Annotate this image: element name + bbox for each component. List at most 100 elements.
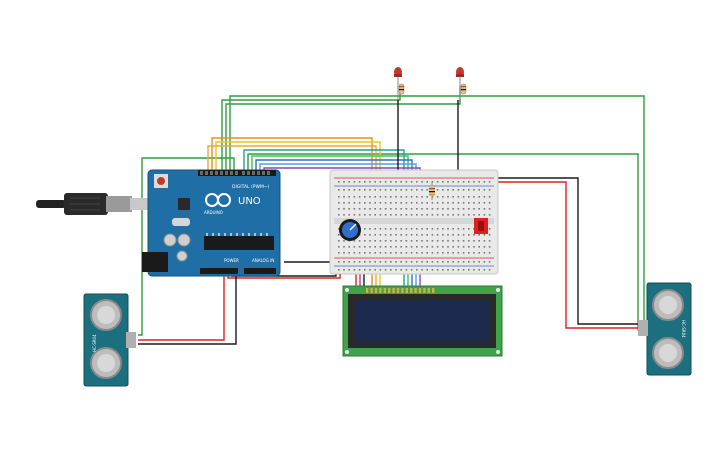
breadboard-hole [379, 196, 382, 198]
lcd-pin [392, 288, 395, 293]
breadboard-hole [390, 252, 392, 254]
breadboard-hole [374, 208, 376, 210]
breadboard-hole [416, 189, 418, 191]
breadboard-hole [478, 208, 480, 210]
breadboard-hole [369, 234, 371, 236]
breadboard-hole [488, 189, 491, 191]
breadboard-hole [478, 189, 480, 191]
analog-label: ANALOG IN [252, 258, 274, 263]
breadboard-hole [405, 261, 408, 263]
breadboard-hole [338, 214, 340, 216]
breadboard-hole [436, 234, 439, 236]
slide-switch[interactable] [474, 218, 488, 234]
potentiometer[interactable] [339, 219, 361, 241]
breadboard-hole [364, 228, 366, 230]
breadboard-hole [416, 269, 418, 271]
breadboard-hole [416, 181, 418, 183]
breadboard-hole [426, 181, 428, 183]
breadboard-hole [447, 202, 449, 204]
breadboard-hole [416, 246, 418, 248]
breadboard-hole [369, 252, 371, 254]
breadboard-hole [338, 196, 340, 198]
led-1 [394, 67, 405, 100]
breadboard-hole [447, 252, 449, 254]
lcd-pin [396, 288, 400, 293]
breadboard-hole [358, 269, 361, 271]
breadboard-hole [369, 269, 371, 271]
breadboard-hole [353, 240, 356, 242]
breadboard-hole [353, 202, 356, 204]
breadboard-hole [410, 269, 413, 271]
breadboard-hole [384, 181, 387, 183]
breadboard-hole [421, 202, 423, 204]
breadboard-hole [338, 202, 340, 204]
breadboard-hole [457, 189, 460, 191]
breadboard-hole [338, 240, 340, 242]
breadboard-hole [488, 240, 491, 242]
breadboard-hole [405, 252, 408, 254]
breadboard-hole [473, 189, 475, 191]
breadboard-hole [442, 269, 444, 271]
lcd-pin [366, 288, 369, 293]
breadboard-hole [410, 181, 413, 183]
breadboard-hole [447, 246, 449, 248]
breadboard-hole [447, 261, 449, 263]
breadboard-hole [400, 208, 402, 210]
breadboard-hole [400, 214, 402, 216]
breadboard-hole [488, 252, 491, 254]
breadboard-hole [457, 228, 460, 230]
breadboard-hole [338, 228, 340, 230]
breadboard-hole [343, 202, 345, 204]
breadboard[interactable] [329, 169, 499, 275]
breadboard-hole [457, 252, 460, 254]
breadboard-hole [442, 252, 444, 254]
breadboard-hole [384, 228, 387, 230]
breadboard-hole [384, 189, 387, 191]
breadboard-hole [358, 181, 361, 183]
breadboard-hole [436, 189, 439, 191]
wire-red-sensor-right [490, 181, 650, 329]
breadboard-hole [426, 234, 428, 236]
lcd-pin [388, 288, 391, 293]
breadboard-hole [442, 246, 444, 248]
breadboard-hole [478, 240, 480, 242]
breadboard-hole [364, 252, 366, 254]
breadboard-hole [395, 196, 397, 198]
breadboard-hole [426, 240, 428, 242]
breadboard-hole [338, 181, 340, 183]
breadboard-hole [473, 246, 475, 248]
breadboard-hole [364, 246, 366, 248]
lcd-pin [418, 288, 422, 293]
breadboard-hole [364, 189, 366, 191]
breadboard-hole [436, 269, 439, 271]
breadboard-hole [374, 240, 376, 242]
breadboard-hole [379, 261, 382, 263]
analog-header [244, 268, 276, 274]
breadboard-hole [405, 269, 408, 271]
uno-logo: UNO [238, 196, 261, 207]
breadboard-hole [442, 234, 444, 236]
ultrasonic-sensor-right: HC-SR04 [638, 282, 692, 376]
breadboard-hole [364, 269, 366, 271]
breadboard-hole [436, 240, 439, 242]
breadboard-hole [369, 202, 371, 204]
breadboard-hole [338, 246, 340, 248]
breadboard-hole [473, 261, 475, 263]
breadboard-hole [457, 214, 460, 216]
breadboard-hole [364, 234, 366, 236]
breadboard-hole [483, 202, 486, 204]
breadboard-hole [468, 196, 470, 198]
breadboard-hole [462, 181, 465, 183]
breadboard-hole [390, 228, 392, 230]
wire-green-led2 [225, 86, 461, 172]
breadboard-hole [379, 208, 382, 210]
ultrasonic-sensor-left: HC-SR04 [83, 293, 136, 387]
breadboard-hole [452, 214, 454, 216]
breadboard-hole [384, 261, 387, 263]
lcd-pin [383, 288, 386, 293]
arduino-uno-board[interactable]: DIGITAL (PWM~) UNO ARDUINO POWER ANALOG … [142, 169, 281, 277]
breadboard-hole [473, 181, 475, 183]
breadboard-hole [468, 228, 470, 230]
breadboard-hole [431, 261, 434, 263]
breadboard-hole [390, 234, 392, 236]
